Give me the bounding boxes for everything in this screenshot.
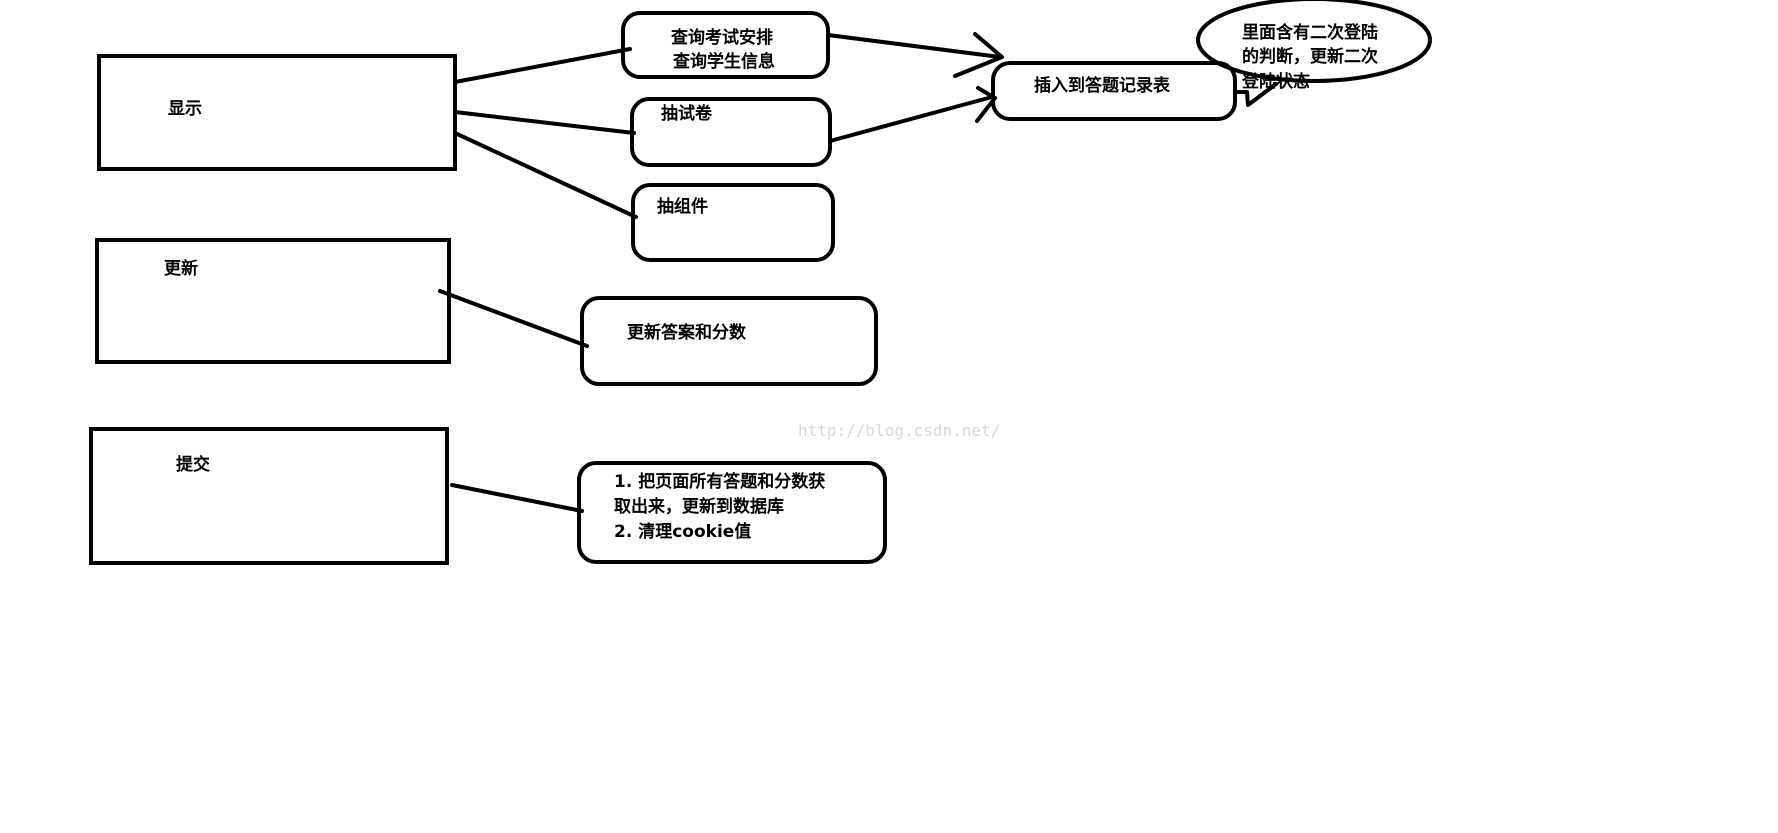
draw-paper-node-label: 抽试卷 <box>661 103 713 124</box>
insert-node-label: 插入到答题记录表 <box>1034 75 1171 96</box>
arrow-query-insert <box>826 33 1002 59</box>
query-node-line-1: 查询考试安排 <box>670 27 773 48</box>
arrow-head-draw-paper-insert <box>975 86 997 123</box>
update-box <box>95 238 451 364</box>
connector-submit-steps <box>450 483 584 513</box>
connector-display-query <box>453 47 632 84</box>
submit-steps-line-1: 1. 把页面所有答题和分数获 <box>614 471 825 492</box>
submit-steps-node <box>577 461 887 564</box>
arrow-draw-paper-insert <box>828 95 994 143</box>
watermark-text: http://blog.csdn.net/ <box>798 421 1000 440</box>
arrow-head-query-insert <box>953 32 1004 78</box>
draw-group-node-label: 抽组件 <box>657 196 708 217</box>
update-answers-node <box>580 296 878 386</box>
update-box-label: 更新 <box>164 258 198 279</box>
connector-update-answers <box>438 289 589 348</box>
submit-steps-line-2: 取出来，更新到数据库 <box>614 496 784 517</box>
submit-box <box>89 427 449 565</box>
ellipse-note <box>1196 0 1432 83</box>
ellipse-note-line-2: 的判断，更新二次 <box>1242 46 1378 67</box>
connector-insert-ellipse <box>1233 82 1278 107</box>
display-box <box>97 54 457 171</box>
connector-display-draw-group <box>453 131 638 219</box>
connector-display-draw-paper <box>453 110 636 135</box>
submit-box-label: 提交 <box>176 454 210 475</box>
ellipse-note-line-1: 里面含有二次登陆 <box>1242 22 1378 43</box>
submit-steps-line-3: 2. 清理cookie值 <box>614 521 751 542</box>
ellipse-note-line-3: 登陆状态 <box>1241 71 1310 92</box>
update-answers-node-label: 更新答案和分数 <box>627 322 747 343</box>
display-box-label: 显示 <box>168 99 202 119</box>
query-node-line-2: 查询学生信息 <box>672 51 775 72</box>
query-node <box>621 11 830 79</box>
draw-group-node <box>631 183 835 262</box>
